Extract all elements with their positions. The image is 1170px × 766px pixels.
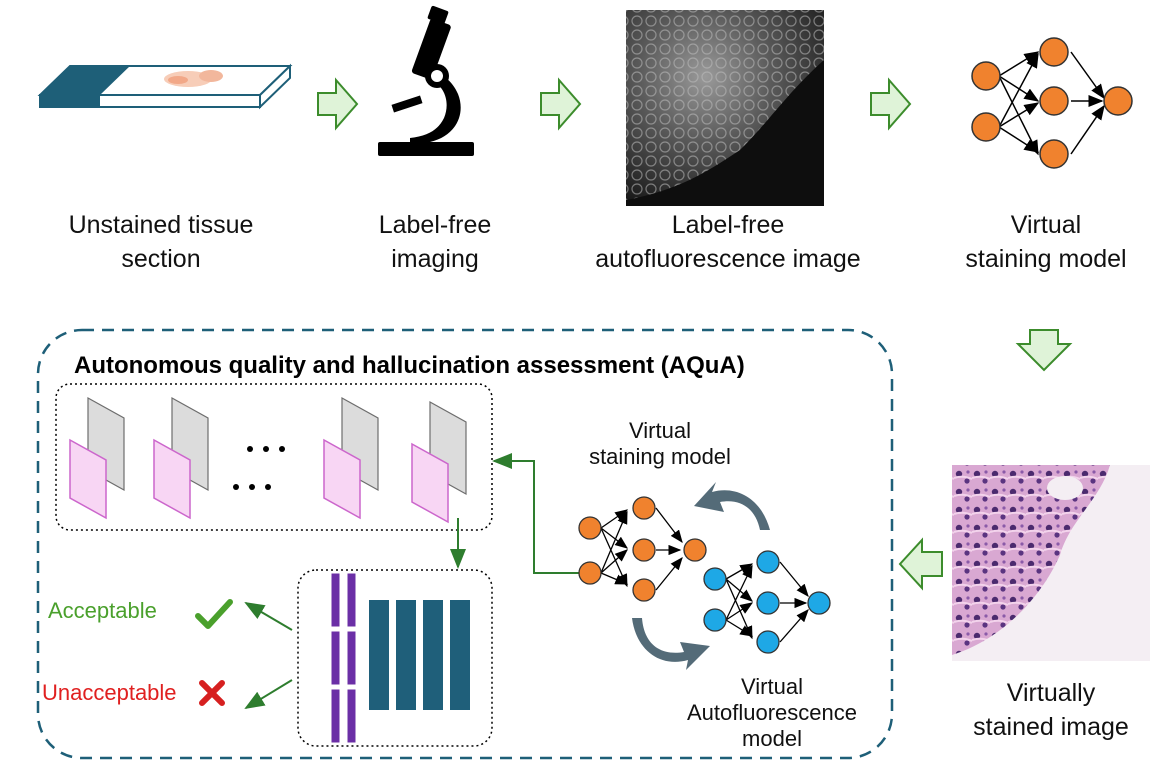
aqua-va-model-line3: model	[742, 726, 802, 751]
label-autofluorescence-line1: Label-free	[671, 211, 785, 239]
cross-icon	[199, 680, 225, 706]
label-imaging-line1: Label-free	[378, 211, 492, 239]
flow-arrow-left	[898, 537, 943, 591]
label-autofluorescence-line2: autofluorescence image	[595, 245, 861, 273]
ellipsis-dots	[233, 446, 285, 490]
label-unstained-line1: Unstained tissue	[68, 211, 254, 239]
image-pair-stack	[69, 396, 467, 524]
label-unstained: Unstained tissue section	[40, 208, 282, 276]
flow-arrow-3	[870, 77, 912, 131]
aqua-vs-model-label: Virtual staining model	[570, 418, 750, 470]
to-acceptable-arrow	[244, 601, 293, 631]
unacceptable-label: Unacceptable	[42, 680, 177, 705]
glass-slide-icon	[37, 63, 293, 110]
virtually-stained-image	[952, 465, 1150, 661]
aqua-va-model-line2: Autofluorescence	[687, 700, 857, 725]
aqua-virtual-autofluorescence-network	[703, 550, 831, 654]
flow-arrow-down	[1015, 329, 1073, 372]
cycle-arrow-bottom	[632, 618, 710, 670]
aqua-vs-model-line2: staining model	[589, 444, 731, 469]
neural-network-icon	[971, 37, 1133, 169]
classifier-network-icon	[330, 572, 470, 744]
check-icon	[195, 599, 233, 629]
to-unacceptable-arrow	[244, 679, 293, 710]
flow-arrow-1	[317, 77, 359, 131]
label-virtually-stained-line2: stained image	[973, 713, 1129, 741]
aqua-vs-model-line1: Virtual	[629, 418, 691, 443]
flow-arrow-2	[540, 77, 582, 131]
label-imaging: Label-free imaging	[340, 208, 530, 276]
autofluorescence-image	[626, 10, 824, 206]
label-vs-model: Virtual staining model	[946, 208, 1146, 276]
label-virtually-stained: Virtually stained image	[952, 676, 1150, 744]
acceptable-label: Acceptable	[48, 598, 157, 623]
aqua-title: Autonomous quality and hallucination ass…	[74, 352, 745, 379]
label-imaging-line2: imaging	[391, 245, 479, 273]
label-autofluorescence: Label-free autofluorescence image	[570, 208, 886, 276]
microscope-icon	[378, 5, 474, 156]
label-vs-model-line1: Virtual	[1010, 211, 1082, 239]
network-to-pairs-arrow	[492, 453, 584, 574]
cycle-arrow-top	[694, 482, 770, 530]
aqua-panel-border	[36, 328, 894, 760]
classifier-box	[297, 569, 493, 747]
aqua-va-model-label: Virtual Autofluorescence model	[662, 674, 882, 752]
label-virtually-stained-line1: Virtually	[1006, 679, 1096, 707]
aqua-virtual-staining-network	[578, 496, 707, 602]
label-unstained-line2: section	[121, 245, 201, 273]
aqua-va-model-line1: Virtual	[741, 674, 803, 699]
label-vs-model-line2: staining model	[965, 245, 1127, 273]
